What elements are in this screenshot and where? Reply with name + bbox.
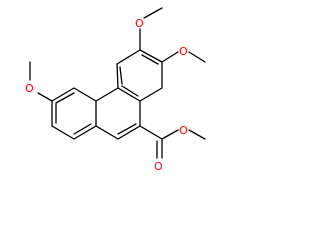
bond <box>117 123 137 135</box>
bond <box>73 125 97 140</box>
bond <box>143 7 163 19</box>
bond <box>51 87 75 102</box>
bond <box>121 85 139 97</box>
bond <box>95 125 119 140</box>
bond <box>117 87 141 102</box>
bond <box>161 51 179 63</box>
bond <box>139 125 163 140</box>
oxygen-label-carbonyl: O <box>154 160 163 173</box>
bond <box>161 129 179 140</box>
bond <box>139 49 163 63</box>
oxygen-label-top-right: O <box>135 17 144 30</box>
bond <box>55 92 75 104</box>
bond <box>116 49 141 65</box>
bond <box>51 125 75 140</box>
bonds <box>29 7 206 159</box>
bond <box>117 125 141 140</box>
structure-drawing: O O O O O <box>25 7 206 173</box>
oxygen-label-right: O <box>179 45 188 58</box>
bond <box>73 123 92 135</box>
bond <box>141 54 159 65</box>
bond <box>73 87 97 102</box>
bond <box>119 66 123 85</box>
bond <box>37 92 53 102</box>
bond <box>188 51 206 63</box>
bond <box>95 87 119 102</box>
atom-labels: O O O O O <box>25 17 188 173</box>
bond <box>116 63 119 89</box>
bond <box>139 87 163 102</box>
bond <box>188 129 206 140</box>
oxygen-label-left: O <box>25 82 34 95</box>
oxygen-label-ester: O <box>179 124 188 137</box>
structure-canvas: O O O O O <box>25 7 206 173</box>
